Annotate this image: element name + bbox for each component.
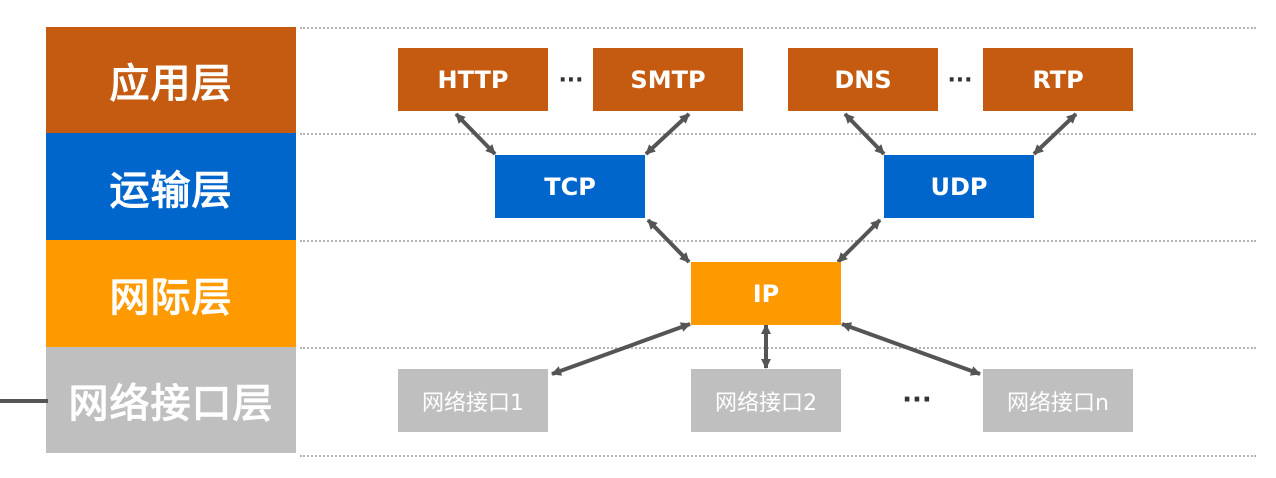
protocol-dns: DNS [788,48,938,111]
layer-application-label: 应用层 [109,61,233,107]
protocol-udp-label: UDP [930,172,988,201]
arrow-smtp-tcp [644,112,691,156]
protocol-tcp: TCP [495,155,645,218]
separator-line [300,240,1256,242]
interface-n: 网络接口n [983,369,1133,432]
layer-internet-label: 网际层 [109,274,233,321]
protocol-http-label: HTTP [437,65,509,94]
interface-2-label: 网络接口2 [715,390,817,416]
interface-1: 网络接口1 [398,369,548,432]
protocol-dns-label: DNS [834,65,892,94]
separator-line [300,27,1256,29]
interface-1-label: 网络接口1 [422,390,524,416]
interface-2: 网络接口2 [691,369,841,432]
layer-application: 应用层 [46,27,296,133]
protocol-tcp-label: TCP [544,172,596,201]
protocol-ip-label: IP [752,279,780,308]
ellipsis-label: ··· [947,67,973,93]
arrow-rtp-udp [1032,112,1078,156]
arrow-ip-if1 [551,322,691,376]
ellipsis-app-right: ··· [939,62,981,98]
layer-network-interface: 网络接口层 [46,347,296,453]
protocol-ip: IP [691,262,841,325]
layer-transport-label: 运输层 [109,167,233,214]
protocol-smtp-label: SMTP [630,65,706,94]
ellipsis-interfaces: ··· [890,382,944,418]
separator-line [300,347,1256,349]
protocol-rtp: RTP [983,48,1133,111]
arrow-tcp-ip [646,218,691,264]
layer-transport: 运输层 [46,133,296,240]
left-connector-line [0,399,48,403]
protocol-smtp: SMTP [593,48,743,111]
separator-line [300,455,1256,457]
protocol-udp: UDP [884,155,1034,218]
arrow-ip-ifn [841,322,981,376]
arrow-http-tcp [454,112,497,156]
layer-internet: 网际层 [46,240,296,347]
protocol-http: HTTP [398,48,548,111]
ellipsis-app-left: ··· [550,62,592,98]
ellipsis-label: ··· [902,385,932,415]
layer-network-interface-label: 网络接口层 [68,381,274,427]
ellipsis-label: ··· [558,67,584,93]
interface-n-label: 网络接口n [1007,390,1109,416]
protocol-rtp-label: RTP [1032,65,1084,94]
arrow-udp-ip [836,218,882,264]
separator-line [300,133,1256,135]
arrow-dns-udp [843,112,886,156]
